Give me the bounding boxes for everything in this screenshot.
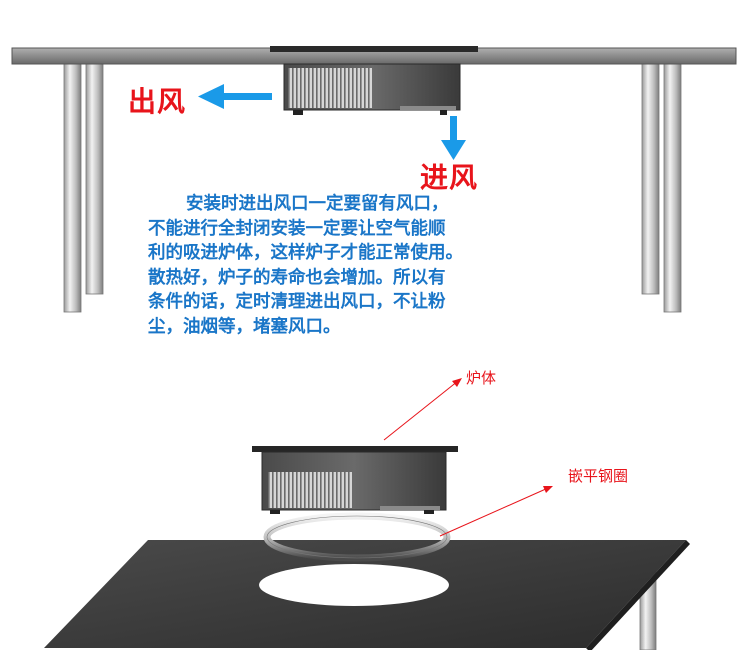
table-leg — [663, 63, 682, 313]
top-counter-group — [11, 46, 737, 313]
air-out-arrow — [198, 84, 272, 109]
vent-grille — [288, 68, 372, 108]
air-out-label: 出风 — [128, 85, 187, 118]
cooker-foot — [270, 510, 280, 514]
bottom-table-group — [44, 540, 690, 650]
installation-note: 安装时进出风口一定要留有风口， 不能进行全封闭安装一定要让空气能顺 利的吸进炉体… — [148, 192, 538, 339]
cooker-plate — [270, 46, 478, 52]
note-line: 安装时进出风口一定要留有风口， — [186, 194, 449, 214]
cooker-edge — [400, 106, 456, 110]
note-line: 条件的话，定时清理进出风口，不让粉 — [148, 292, 446, 312]
cooker-edge — [380, 506, 440, 510]
table-leg — [85, 63, 104, 295]
callout-body-label: 炉体 — [466, 369, 497, 387]
callout-ring-arrow — [439, 486, 553, 537]
note-line: 散热好，炉子的寿命也会增加。所以有 — [148, 267, 446, 288]
cutout-hole — [259, 564, 449, 606]
steel-ring — [263, 512, 451, 562]
cooker-foot — [440, 110, 447, 115]
air-in-arrow — [441, 116, 466, 160]
table-leg — [641, 63, 660, 295]
callout-body-arrow — [383, 378, 462, 441]
air-in-label: 进风 — [420, 161, 479, 194]
table-top-edge — [586, 540, 690, 650]
note-line: 尘，油烟等，堵塞风口。 — [148, 316, 341, 337]
cooker-foot — [424, 510, 434, 514]
note-line: 利的吸进炉体，这样炉子才能正常使用。 — [148, 243, 463, 263]
cooker-foot — [293, 110, 303, 115]
cooker-unit — [252, 446, 458, 514]
table-leg — [63, 63, 82, 313]
vent-grille — [268, 472, 352, 508]
cooker-plate — [252, 446, 458, 452]
callout-ring-label: 嵌平钢圈 — [568, 467, 629, 485]
note-line: 不能进行全封闭安装一定要让空气能顺 — [148, 218, 446, 239]
